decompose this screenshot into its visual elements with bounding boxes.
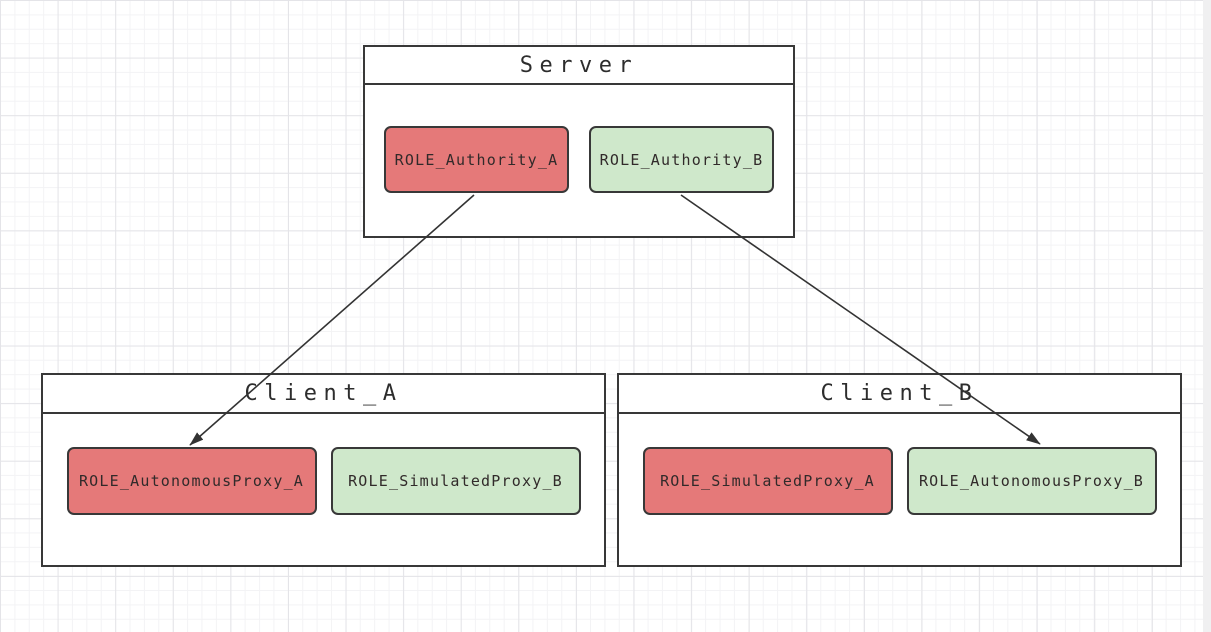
role-label: ROLE_AutonomousProxy_A (78, 472, 305, 490)
role-label: ROLE_Authority_A (394, 150, 559, 169)
canvas-right-edge (1203, 0, 1211, 632)
role-box-autonomousproxy-a[interactable]: ROLE_AutonomousProxy_A (66, 447, 317, 515)
server-title: Server (365, 47, 793, 85)
role-label: ROLE_AutonomousProxy_B (918, 472, 1145, 490)
role-label: ROLE_SimulatedProxy_B (348, 472, 563, 490)
server-body: ROLE_Authority_A ROLE_Authority_B (365, 85, 793, 193)
role-label: ROLE_SimulatedProxy_A (660, 472, 875, 490)
client-a-body: ROLE_AutonomousProxy_A ROLE_SimulatedPro… (43, 414, 604, 515)
server-node[interactable]: Server ROLE_Authority_A ROLE_Authority_B (363, 45, 795, 238)
role-box-authority-a[interactable]: ROLE_Authority_A (384, 126, 569, 193)
role-label: ROLE_Authority_B (599, 150, 764, 169)
client-b-node[interactable]: Client_B ROLE_SimulatedProxy_A ROLE_Auto… (617, 373, 1182, 567)
role-box-authority-b[interactable]: ROLE_Authority_B (589, 126, 774, 193)
client-a-node[interactable]: Client_A ROLE_AutonomousProxy_A ROLE_Sim… (41, 373, 606, 567)
role-box-simulatedproxy-a[interactable]: ROLE_SimulatedProxy_A (642, 447, 893, 515)
client-b-title: Client_B (619, 375, 1180, 414)
role-box-simulatedproxy-b[interactable]: ROLE_SimulatedProxy_B (330, 447, 581, 515)
role-box-autonomousproxy-b[interactable]: ROLE_AutonomousProxy_B (906, 447, 1157, 515)
client-b-body: ROLE_SimulatedProxy_A ROLE_AutonomousPro… (619, 414, 1180, 515)
client-a-title: Client_A (43, 375, 604, 414)
